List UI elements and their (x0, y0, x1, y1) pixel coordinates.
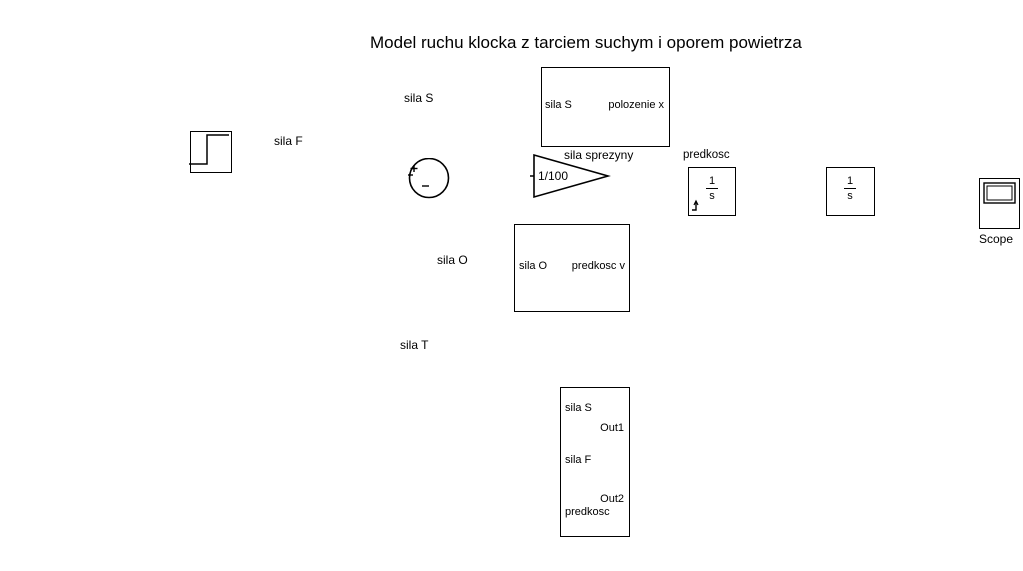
port-out-predkosc-v: predkosc v (571, 260, 625, 272)
diagram-title: Model ruchu klocka z tarciem suchym i op… (370, 33, 802, 52)
scope-block[interactable] (979, 178, 1020, 229)
port-in-predkosc: predkosc (565, 506, 610, 518)
label-sila-s: sila S (404, 91, 434, 105)
label-scope: Scope (979, 232, 1014, 246)
subsystem-friction[interactable]: sila S Out1 sila F Out2 predkosc (560, 387, 630, 537)
reset-arrow-icon (692, 199, 699, 211)
integrator-position-tf: 1 s (843, 175, 857, 202)
gain-value: 1/100 (538, 169, 569, 183)
port-in-sila-o: sila O (519, 260, 548, 272)
port-in-sila-s: sila S (565, 402, 592, 414)
port-in-sila-f: sila F (565, 454, 592, 466)
label-sila-o: sila O (437, 253, 468, 267)
subsystem-drag[interactable]: sila O predkosc v (514, 224, 630, 312)
port-out-polozenie-x: polozenie x (608, 99, 664, 111)
label-sila-t: sila T (400, 338, 429, 352)
integrator-velocity-tf: 1 s (705, 175, 719, 202)
step-block[interactable] (189, 131, 232, 173)
sum-block[interactable] (407, 158, 451, 200)
label-sila-sprezyny: sila sprezyny (564, 148, 634, 162)
port-out1: Out1 (600, 422, 624, 434)
integrator-position[interactable]: 1 s (826, 167, 875, 216)
gain-block[interactable] (530, 153, 614, 199)
integrator-velocity[interactable]: 1 s (688, 167, 736, 216)
label-predkosc: predkosc (683, 149, 730, 161)
scope-icon (983, 182, 1016, 204)
label-sila-f: sila F (274, 134, 303, 148)
port-in-sila-s: sila S (545, 99, 572, 111)
port-out2: Out2 (600, 493, 624, 505)
step-icon (189, 134, 229, 165)
subsystem-spring[interactable]: sila S polozenie x (541, 67, 670, 147)
